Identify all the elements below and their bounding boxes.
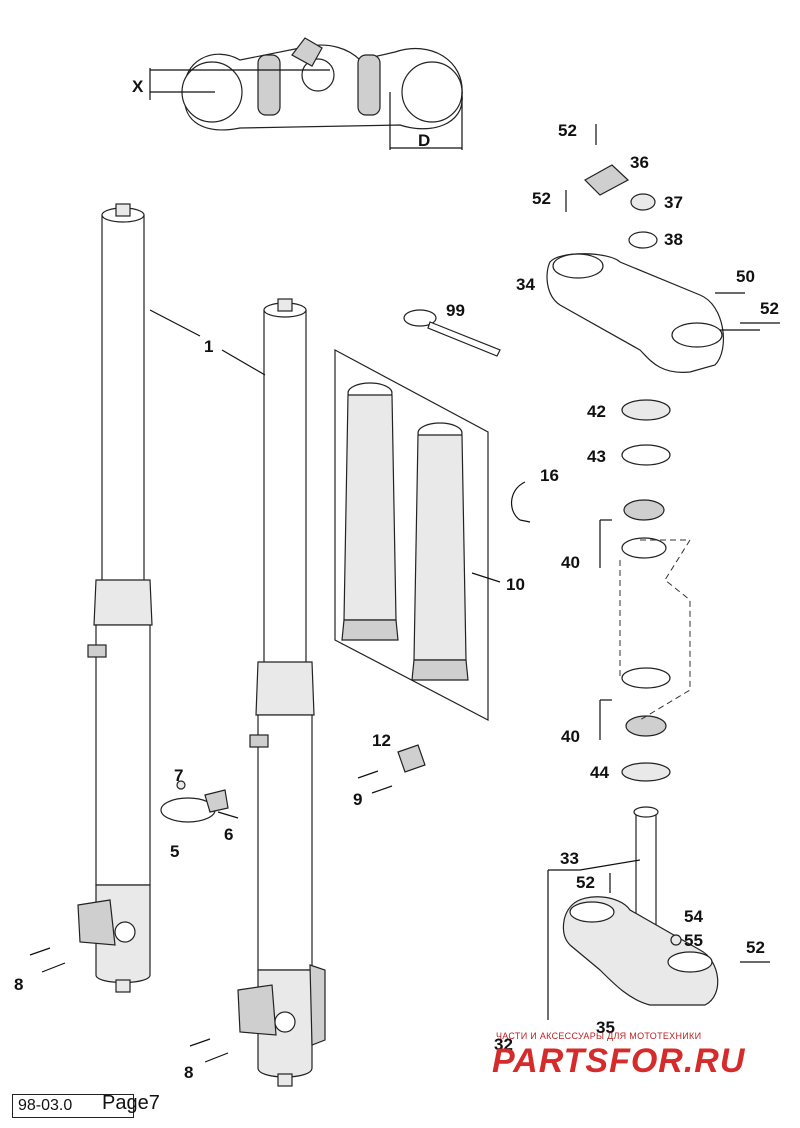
callout-8-left: 8 <box>14 975 23 994</box>
watermark-logo: PARTSFOR.RU <box>492 1042 746 1080</box>
hose-clip <box>511 481 531 523</box>
callout-43: 43 <box>587 447 606 466</box>
bolts-set <box>29 124 780 1063</box>
callout-52-clamp-left: 52 <box>532 189 551 208</box>
lower-triple-clamp <box>562 806 719 1006</box>
frame-head-tube-outline <box>619 539 691 721</box>
callout-33: 33 <box>560 849 579 868</box>
callout-12: 12 <box>372 731 391 750</box>
footer-code: 98-03.0 <box>18 1097 73 1114</box>
callout-55: 55 <box>684 931 703 950</box>
callout-38: 38 <box>664 230 683 249</box>
brake-hose-clamp <box>160 780 229 823</box>
fork-leg-right <box>237 298 326 1087</box>
dimension-d-label: D <box>418 131 430 150</box>
steering-bearings <box>621 399 671 782</box>
fork-boot-right <box>411 422 469 681</box>
upper-triple-clamp <box>546 164 724 373</box>
callout-36: 36 <box>630 153 649 172</box>
callout-7: 7 <box>174 766 183 785</box>
callout-52-clamp-right: 52 <box>760 299 779 318</box>
footer-page: Page7 <box>102 1092 160 1114</box>
footer-box <box>12 1094 134 1118</box>
callout-16: 16 <box>540 466 559 485</box>
callout-34: 34 <box>516 275 535 294</box>
triple-clamp-top-view <box>149 37 463 150</box>
fork-boot-kit <box>334 348 489 721</box>
watermark-tagline: ЧАСТИ И АКСЕССУАРЫ ДЛЯ МОТОТЕХНИКИ <box>496 1031 702 1041</box>
callout-52-top: 52 <box>558 121 577 140</box>
hose-guide-block <box>397 744 426 773</box>
callout-9: 9 <box>353 790 362 809</box>
callout-1: 1 <box>204 337 213 356</box>
callout-54: 54 <box>684 907 703 926</box>
callout-40-lower: 40 <box>561 727 580 746</box>
callout-99: 99 <box>446 301 465 320</box>
callout-44: 44 <box>590 763 609 782</box>
callout-40-upper: 40 <box>561 553 580 572</box>
leader-lines <box>149 309 760 1020</box>
callout-35: 35 <box>596 1018 615 1037</box>
callout-52-lower-left: 52 <box>576 873 595 892</box>
callout-8-bottom: 8 <box>184 1063 193 1082</box>
fork-tool <box>403 309 501 357</box>
dimension-x-label: X <box>132 77 144 96</box>
callout-32: 32 <box>494 1035 513 1054</box>
fork-boot-left <box>341 382 399 641</box>
callout-6: 6 <box>224 825 233 844</box>
callout-37: 37 <box>664 193 683 212</box>
callout-50: 50 <box>736 267 755 286</box>
callout-52-lower-right: 52 <box>746 938 765 957</box>
callout-42: 42 <box>587 402 606 421</box>
callout-5: 5 <box>170 842 179 861</box>
fork-leg-left <box>77 203 153 993</box>
callout-10: 10 <box>506 575 525 594</box>
